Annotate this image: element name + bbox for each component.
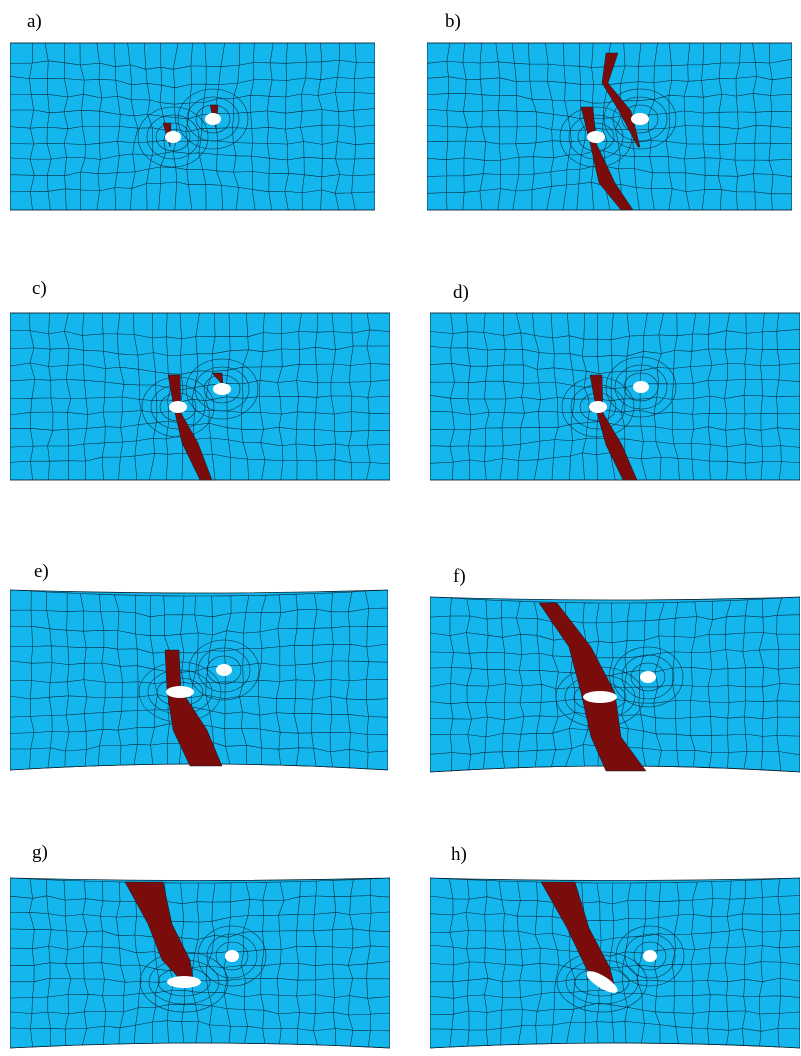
mesh-lines — [430, 312, 800, 481]
mesh-panel-h — [430, 877, 800, 1049]
hole — [216, 664, 232, 676]
hole — [633, 381, 649, 393]
damage-zone — [211, 372, 224, 384]
panel-label-f: f) — [453, 566, 466, 587]
panel-label-g: g) — [32, 842, 48, 863]
panel-label-c: c) — [32, 278, 47, 299]
mesh-panel-e — [10, 589, 388, 771]
hole — [167, 976, 201, 988]
panel-label-d: d) — [453, 282, 469, 303]
hole — [643, 950, 657, 962]
mesh-panel-f — [430, 596, 800, 773]
hole — [213, 383, 231, 395]
specimen-body — [10, 42, 375, 211]
panel-label-h: h) — [451, 844, 467, 865]
panel-label-b: b) — [445, 11, 461, 32]
specimen-body — [10, 877, 390, 1049]
damage-zone — [538, 602, 647, 772]
hole — [583, 691, 617, 703]
mesh-panel-b — [427, 42, 792, 211]
hole — [169, 401, 187, 413]
panel-label-e: e) — [34, 561, 49, 582]
panel-label-a: a) — [27, 11, 42, 32]
hole — [631, 113, 649, 125]
mesh-lines — [10, 42, 375, 211]
damage-zone — [601, 52, 641, 148]
damage-zone — [589, 374, 638, 481]
hole — [225, 950, 239, 962]
hole — [640, 671, 656, 683]
hole — [166, 686, 194, 698]
hole — [205, 113, 221, 125]
damage-zone — [164, 649, 223, 767]
mesh-panel-d — [430, 312, 800, 481]
hole — [165, 131, 181, 143]
mesh-panel-a — [10, 42, 375, 211]
hole — [587, 131, 605, 143]
mesh-panel-c — [10, 312, 390, 481]
hole — [586, 971, 618, 993]
mesh-panel-g — [10, 877, 390, 1049]
hole — [589, 401, 607, 413]
mesh-lines — [10, 877, 390, 1049]
